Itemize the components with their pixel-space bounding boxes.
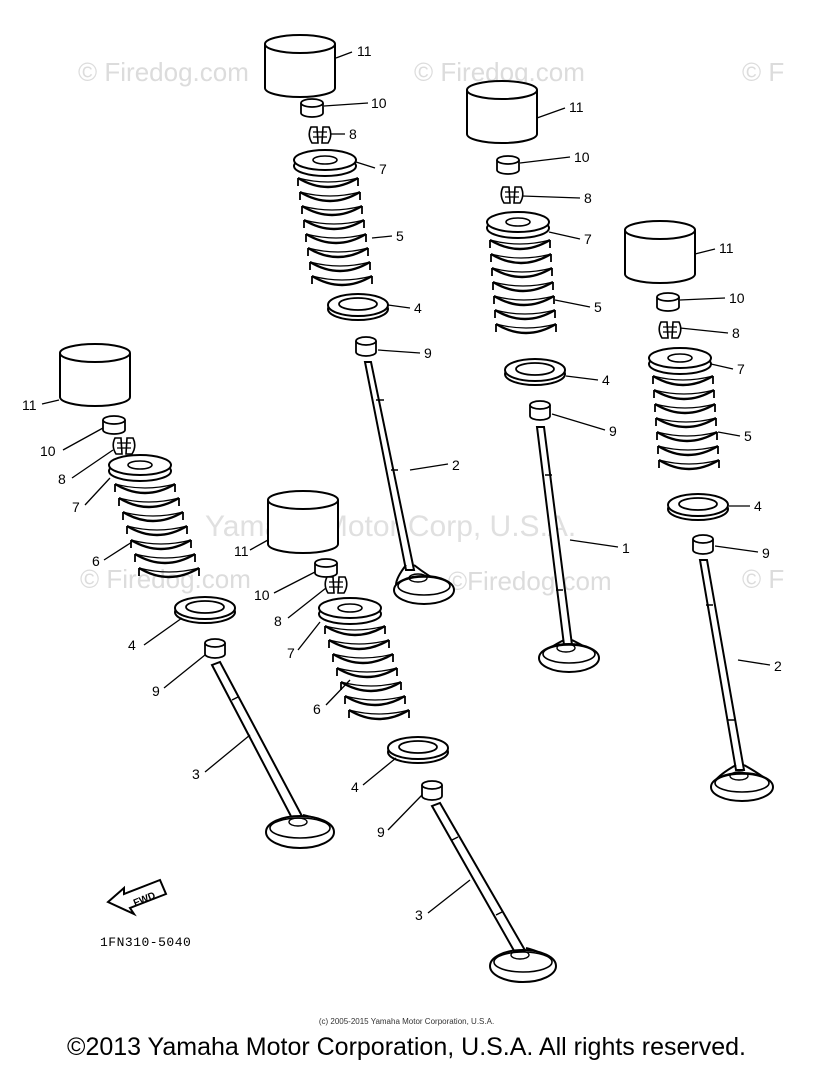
- callout-d-valve: 3: [192, 766, 200, 782]
- callout-e-retainer: 7: [287, 645, 295, 661]
- valve-b: [535, 426, 600, 673]
- callout-d-seal: 9: [152, 683, 160, 699]
- valve-lifter-a: [264, 34, 336, 98]
- callout-b-valve: 1: [622, 540, 630, 556]
- callout-d-retainer: 7: [72, 499, 80, 515]
- callout-b-shim: 10: [574, 149, 590, 165]
- callout-e-valve: 3: [415, 907, 423, 923]
- callout-b-lifter: 11: [569, 99, 584, 115]
- callout-d-shim: 10: [40, 443, 56, 459]
- adjusting-shim-d: [102, 415, 126, 435]
- copyright-footer: ©2013 Yamaha Motor Corporation, U.S.A. A…: [67, 1033, 746, 1061]
- valve-d: [210, 660, 335, 849]
- callout-e-seat: 4: [351, 779, 359, 795]
- valve-spring-b: [486, 211, 558, 335]
- callout-e-keeper: 8: [274, 613, 282, 629]
- callout-e-seal: 9: [377, 824, 385, 840]
- valve-cotter-e: [324, 576, 348, 594]
- valve-e: [430, 801, 557, 983]
- callout-c-retainer: 7: [737, 361, 745, 377]
- callout-a-seat: 4: [414, 300, 422, 316]
- valve-lifter-b: [466, 80, 538, 144]
- valve-lifter-e: [267, 490, 339, 554]
- callout-b-retainer: 7: [584, 231, 592, 247]
- callout-c-valve: 2: [774, 658, 782, 674]
- callout-e-spring: 6: [313, 701, 321, 717]
- callout-a-retainer: 7: [379, 161, 387, 177]
- valve-lifter-c: [624, 220, 696, 284]
- valve-spring-c: [648, 347, 721, 471]
- callout-a-spring: 5: [396, 228, 404, 244]
- callout-a-lifter: 11: [357, 43, 372, 59]
- valve-assembly-a: [264, 34, 455, 605]
- callout-d-lifter: 11: [22, 397, 37, 413]
- adjusting-shim-a: [300, 98, 324, 118]
- callout-b-keeper: 8: [584, 190, 592, 206]
- spring-seat-b: [504, 358, 566, 386]
- callout-a-keeper: 8: [349, 126, 357, 142]
- valve-cotter-c: [658, 321, 682, 339]
- callout-c-lifter: 11: [719, 240, 734, 256]
- small-copyright: (c) 2005-2015 Yamaha Motor Corporation, …: [318, 1017, 495, 1026]
- spring-seat-c: [667, 493, 729, 521]
- valve-assembly-d: [59, 343, 335, 849]
- valve-spring-a: [293, 149, 374, 287]
- callout-c-seat: 4: [754, 498, 762, 514]
- callout-d-spring: 6: [92, 553, 100, 569]
- leader-lines: [41, 51, 771, 914]
- stem-seal-a: [355, 336, 377, 357]
- stem-seal-e: [421, 780, 443, 801]
- adjusting-shim-b: [496, 155, 520, 175]
- spring-seat-a: [327, 293, 389, 321]
- stem-seal-d: [204, 638, 226, 659]
- valve-assembly-c: [624, 220, 774, 802]
- callout-a-seal: 9: [424, 345, 432, 361]
- adjusting-shim-e: [314, 558, 338, 578]
- valve-spring-e: [318, 597, 411, 721]
- callout-labels: 11 10 8 7 5 4 9 2 11 10 8 7 5 4 9 1 11 1…: [22, 43, 782, 923]
- callout-b-seal: 9: [609, 423, 617, 439]
- spring-seat-e: [387, 736, 449, 764]
- valve-assembly-e: [267, 490, 557, 983]
- callout-c-shim: 10: [729, 290, 745, 306]
- callout-b-spring: 5: [594, 299, 602, 315]
- callout-d-keeper: 8: [58, 471, 66, 487]
- valve-lifter-d: [59, 343, 131, 407]
- callout-b-seat: 4: [602, 372, 610, 388]
- valve-cotter-b: [500, 186, 524, 204]
- valve-c: [698, 559, 774, 802]
- callout-c-seal: 9: [762, 545, 770, 561]
- valve-assembly-b: [466, 80, 600, 673]
- spring-seat-d: [174, 596, 236, 624]
- callout-e-lifter: 11: [234, 543, 249, 559]
- valve-cotter-a: [308, 126, 332, 144]
- diagram-part-code: 1FN310-5040: [100, 935, 192, 950]
- callout-a-shim: 10: [371, 95, 387, 111]
- stem-seal-c: [692, 534, 714, 555]
- adjusting-shim-c: [656, 292, 680, 312]
- callout-c-keeper: 8: [732, 325, 740, 341]
- callout-d-seat: 4: [128, 637, 136, 653]
- valve-a: [363, 361, 455, 605]
- callout-c-spring: 5: [744, 428, 752, 444]
- stem-seal-b: [529, 400, 551, 421]
- valve-spring-d: [108, 454, 201, 579]
- callout-a-valve: 2: [452, 457, 460, 473]
- forward-arrow-icon: FWD: [106, 878, 168, 917]
- valve-cotter-d: [112, 437, 136, 455]
- callout-e-shim: 10: [254, 587, 270, 603]
